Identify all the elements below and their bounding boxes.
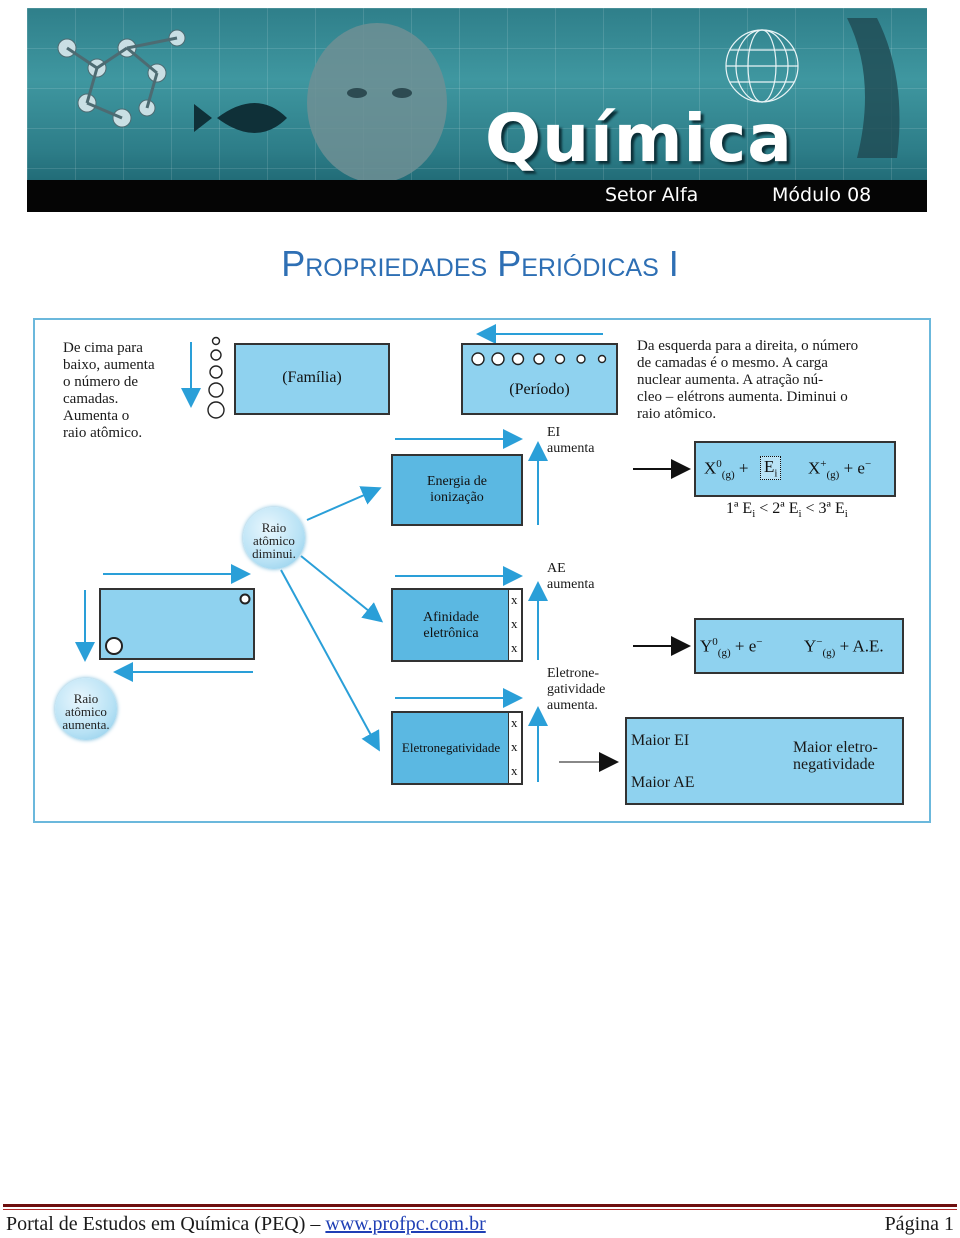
banner-modulo: Módulo 08 bbox=[772, 184, 872, 206]
ei-aumenta-label: EI aumenta bbox=[547, 425, 595, 456]
header-banner: Química Setor Alfa Módulo 08 bbox=[27, 8, 927, 212]
footer-link[interactable]: www.profpc.com.br bbox=[325, 1213, 486, 1235]
ei-order: 1ª Ei < 2ª Ei < 3ª Ei bbox=[726, 500, 848, 521]
maior-eletronegatividade: Maior eletro- negatividade bbox=[793, 739, 878, 773]
energia-ionizacao-box: Energia de ionização bbox=[391, 454, 523, 526]
periodo-box: (Período) bbox=[461, 343, 618, 415]
family-description: De cima para baixo, aumenta o número de … bbox=[63, 340, 155, 441]
banner-setor: Setor Alfa bbox=[605, 184, 699, 206]
footer-left: Portal de Estudos em Química (PEQ) – www… bbox=[6, 1213, 486, 1235]
banner-title: Química bbox=[485, 100, 793, 177]
familia-box: (Família) bbox=[234, 343, 390, 415]
eletronegatividade-aumenta-label: Eletrone- gatividade aumenta. bbox=[547, 666, 606, 713]
banner-artwork bbox=[57, 18, 900, 180]
footer-page-number: Página 1 bbox=[884, 1213, 954, 1235]
afinidade-eletronica-box: Afinidade eletrônica x x x bbox=[391, 588, 523, 662]
bubble-to-affinity-arrow bbox=[300, 555, 384, 623]
ei-energy-box: Ei bbox=[760, 456, 782, 481]
small-table-box bbox=[99, 588, 255, 660]
family-circles bbox=[207, 336, 225, 419]
bubble-to-electroneg-arrow bbox=[280, 569, 380, 752]
maior-ei: Maior EI bbox=[631, 732, 690, 749]
raio-diminui-bubble: Raio atômico diminui. bbox=[243, 507, 305, 569]
eq1-box: X0(g) + Ei X+(g) + e− bbox=[694, 441, 896, 497]
eq2-lhs: Y0(g) + e− bbox=[700, 636, 763, 660]
period-description: Da esquerda para a direita, o número de … bbox=[637, 338, 859, 422]
page-title: Propriedades Periódicas I bbox=[281, 243, 679, 284]
eq1-lhs: X0(g) + bbox=[704, 458, 749, 482]
eletronegatividade-box: Eletronegatividade x x x bbox=[391, 711, 523, 785]
period-circles bbox=[471, 352, 607, 366]
summary-box: Maior EI Maior AE Maior eletro- negativi… bbox=[625, 717, 904, 805]
eq1-rhs: X+(g) + e− bbox=[808, 458, 872, 482]
eq2-box: Y0(g) + e− Y−(g) + A.E. bbox=[694, 618, 904, 674]
raio-aumenta-bubble: Raio atômico aumenta. bbox=[55, 678, 117, 740]
bubble-to-energy-arrow bbox=[306, 486, 382, 521]
ae-aumenta-label: AE aumenta bbox=[547, 561, 595, 592]
periodic-properties-diagram: De cima para baixo, aumenta o número de … bbox=[33, 318, 931, 823]
maior-ae: Maior AE bbox=[631, 774, 695, 791]
eq2-rhs: Y−(g) + A.E. bbox=[804, 636, 884, 660]
footer-rule bbox=[3, 1204, 957, 1210]
small-box-circles bbox=[105, 593, 251, 655]
eletronegatividade-x-column: x x x bbox=[508, 713, 521, 783]
afinidade-x-column: x x x bbox=[508, 590, 521, 660]
banner-bar bbox=[27, 180, 927, 212]
